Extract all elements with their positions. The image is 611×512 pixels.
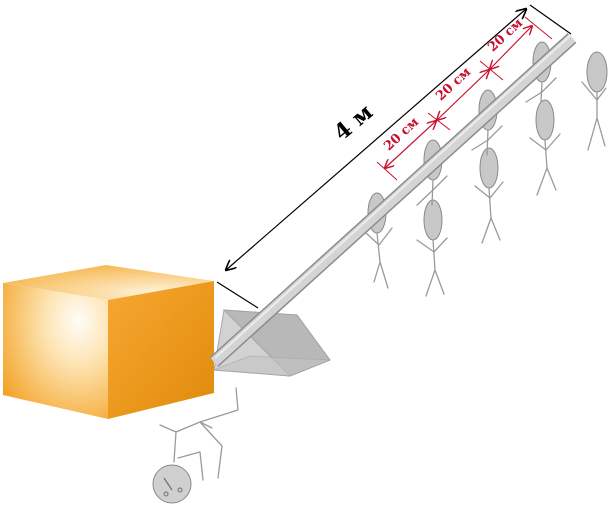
length-arrow [226,9,526,270]
crushed-figure [152,387,239,504]
fulcrum-base [213,355,331,377]
box-side-face [108,281,214,419]
extension-line-end [529,4,572,35]
stick-figure [474,147,504,244]
segment-tick [524,16,553,40]
extension-line-start [216,281,259,309]
segment-arrow-2 [437,70,489,120]
stick-figure [416,199,448,297]
stick-figure [529,99,561,196]
crushed-figure-head [152,464,192,504]
length-label: 4 м [329,99,378,146]
load-box [3,265,214,419]
segment-arrow-3 [490,26,532,69]
stick-figure [581,51,608,151]
fulcrum [213,308,331,377]
segment-tick [479,60,504,81]
segment-tick [427,112,451,131]
segment-label-1: 20 см [381,115,422,154]
segment-tick [376,161,398,181]
lever-beam [209,33,577,367]
segment-label-3: 20 см [485,16,526,55]
box-front-face [3,283,108,419]
segment-arrow-1 [385,121,436,168]
length-dimension: 4 м [216,4,572,309]
box-top-face [3,265,214,300]
segment-dimensions: 20 см 20 см 20 см [376,16,553,181]
people-group [364,41,608,297]
